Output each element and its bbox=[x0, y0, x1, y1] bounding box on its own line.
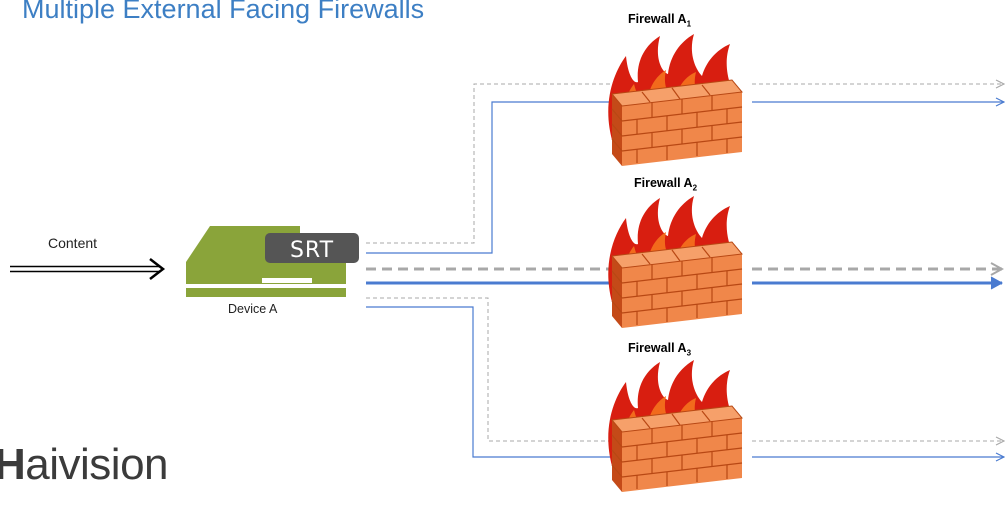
srt-badge-text: SRT bbox=[290, 238, 334, 263]
device-a-icon bbox=[186, 226, 359, 297]
firewall-a3-label: Firewall A3 bbox=[628, 341, 692, 358]
path-firewall-a3 bbox=[366, 297, 1004, 457]
firewall-a1-icon bbox=[607, 33, 743, 167]
firewall-a3-icon bbox=[607, 359, 743, 493]
content-input-arrow bbox=[10, 258, 166, 280]
content-label: Content bbox=[48, 235, 98, 251]
diagram-title: Multiple External Facing Firewalls bbox=[22, 0, 425, 24]
device-a-label: Device A bbox=[228, 302, 278, 316]
haivision-logo: Haivision bbox=[0, 440, 169, 489]
path-firewall-a2 bbox=[366, 269, 1002, 290]
firewall-a2-icon bbox=[607, 195, 743, 329]
path-firewall-a1 bbox=[366, 84, 1004, 254]
firewall-a1-label: Firewall A1 bbox=[628, 12, 692, 29]
firewall-a2-label: Firewall A2 bbox=[634, 176, 698, 193]
